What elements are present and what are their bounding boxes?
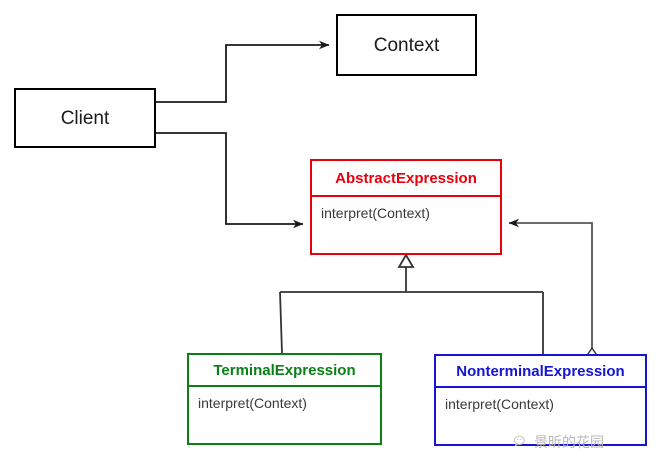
uml-class-terminal-expression[interactable]: TerminalExpression interpret(Context) xyxy=(187,353,382,445)
uml-class-abstract-expression[interactable]: AbstractExpression interpret(Context) xyxy=(310,159,502,255)
generalization-triangle-icon xyxy=(397,253,415,268)
uml-class-abstract-expression-title: AbstractExpression xyxy=(312,161,500,197)
uml-class-terminal-expression-operation: interpret(Context) xyxy=(198,395,307,411)
edge-client-to-context xyxy=(156,40,330,103)
uml-class-nonterminal-expression[interactable]: NonterminalExpression interpret(Context) xyxy=(434,354,647,446)
uml-class-terminal-expression-title: TerminalExpression xyxy=(189,355,380,387)
edge-client-to-abstract-expression xyxy=(156,132,304,229)
uml-class-context-title: Context xyxy=(373,34,440,56)
uml-class-nonterminal-expression-operation: interpret(Context) xyxy=(445,396,554,412)
uml-class-nonterminal-expression-title: NonterminalExpression xyxy=(436,356,645,388)
uml-class-context[interactable]: Context xyxy=(336,14,477,76)
edge-generalization-tree xyxy=(279,253,544,354)
uml-class-abstract-expression-operation: interpret(Context) xyxy=(321,205,430,221)
uml-class-client-title: Client xyxy=(60,107,110,129)
uml-class-client[interactable]: Client xyxy=(14,88,156,148)
